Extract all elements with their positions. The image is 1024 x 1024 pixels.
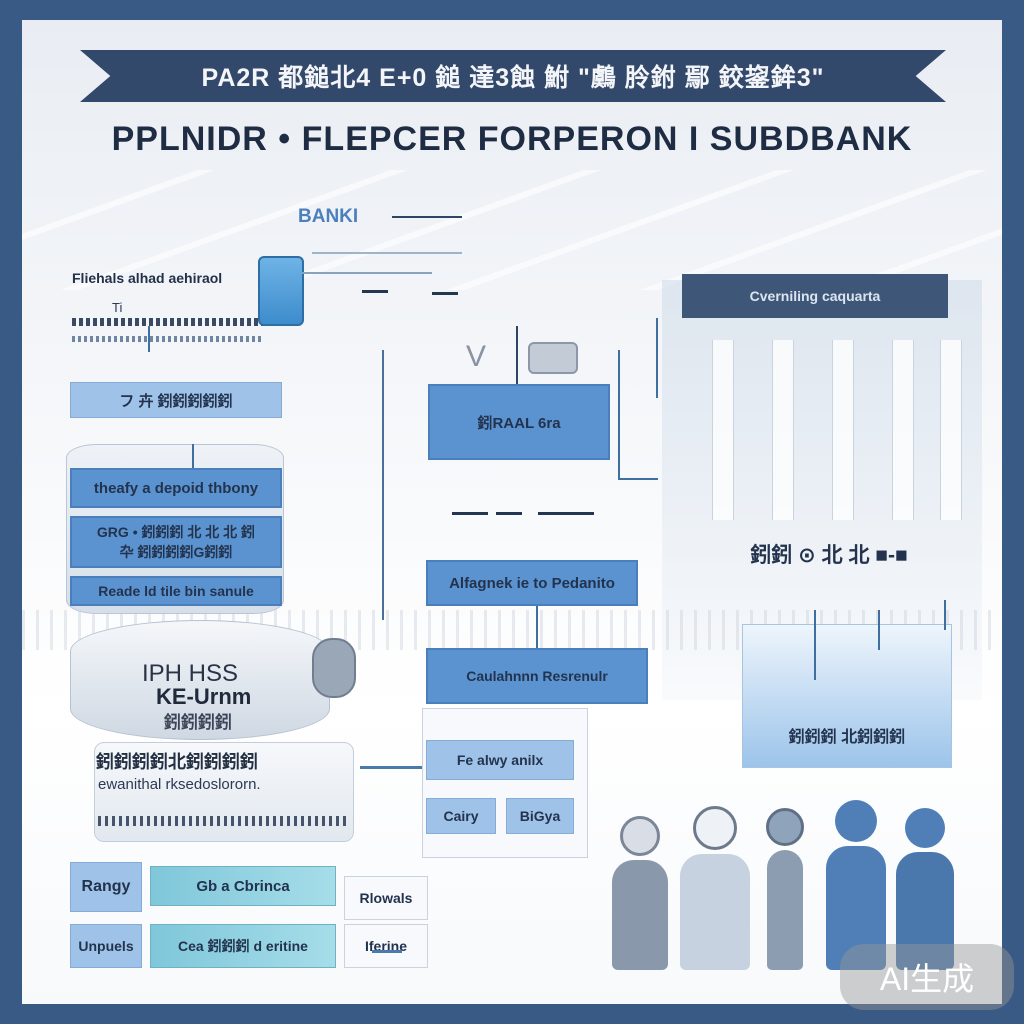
center-card [422,708,588,858]
phone-icon [258,256,304,326]
bottom-box-d: Unpuels [70,924,142,968]
storage-disk [70,620,330,740]
stack-dash-connector [360,766,430,769]
disk-label-2: KE-Urnm [156,684,252,709]
center-dash-1 [362,290,388,293]
center-right-hline [618,478,658,480]
center-dash-5 [538,512,594,515]
right-label: 鈏鈏 ⊙ 北 北 ■-■ [750,544,908,567]
v-shape-icon: V [465,340,486,373]
center-vertical-line [382,350,384,620]
center-dash-2 [432,292,458,295]
center-box-4: Fe alwy anilx [426,740,574,780]
person-icon-2 [680,806,750,970]
left-title-bar: フ 卉 鈏鈏鈏鈏鈏 [70,382,282,418]
stack-box-1: theafy a depoid thbony [70,468,282,508]
bank-underline [312,252,462,254]
ribbon-text: PA2R 都鎚北4 E+0 鎚 達3蝕 鮒 "鸆 朎鉜 鄢 鉸鋆鉾3" [201,64,825,92]
person-icon-3 [766,808,804,970]
left-label: Fliehals alhad aehiraol [72,270,223,286]
ai-generated-watermark: AI生成 [840,944,1014,1010]
left-connector [148,326,150,352]
left-sub: Ti [112,300,123,315]
phone-connector [302,272,432,274]
left-text-line [72,318,272,326]
center-dash-3 [452,512,488,515]
stack-ridge [98,816,348,826]
stack-box-3: Reade ld tile bin sanule [70,576,282,606]
center-box-5b: BiGya [506,798,574,834]
right-arrow-3 [944,600,946,630]
cylinder-arrow [192,444,194,470]
main-title: PPLNIDR • FLEPCER FORPERON I SUBDBANK [111,120,913,158]
stack-text-2: ewanithal rksedoslororn. [98,776,261,793]
center-box-1: 鈏RAAL 6ra [428,384,610,460]
right-header: Cverniling caquarta [682,274,948,318]
stylus-icon [312,638,356,698]
center-arrow-2 [536,606,538,648]
center-box-5a: Cairy [426,798,496,834]
center-right-line [618,350,620,480]
bottom-dash [372,950,402,953]
bottom-box-f: Iferine [344,924,428,968]
disk-label-1: IPH HSS [142,660,239,687]
center-box-3: Caulahnnn Resrenulr [426,648,648,704]
right-bottom-box: 鈏鈏鈏 北鈏鈏鈏 [742,624,952,768]
bottom-box-e: Cea 鈏鈏鈏 d eritine [150,924,336,968]
center-box-2: Alfagnek ie to Pedanito [426,560,638,606]
person-icon-1 [612,816,668,970]
bank-sign: BANKI [298,206,359,227]
bottom-box-c: Rlowals [344,876,428,920]
stack-box-2-line1: GRG • 鈏鈏鈏 北 北 北 鈏 [96,524,256,540]
center-arrow-1 [516,326,518,406]
person-icon-4 [826,800,886,970]
background-ceiling [22,170,1002,290]
left-text-line-2 [72,336,262,342]
stack-text-1: 鈏鈏鈏鈏北鈏鈏鈏鈏 [96,752,258,772]
stack-box-2-line2: 卆 鈏鈏鈏鈏G鈏鈏 [119,544,233,560]
stack-box-2: GRG • 鈏鈏鈏 北 北 北 鈏 卆 鈏鈏鈏鈏G鈏鈏 [70,516,282,568]
machine-icon [528,342,578,374]
bottom-box-b: Gb a Cbrinca [150,866,336,906]
diagram-canvas: PA2R 都鎚北4 E+0 鎚 達3蝕 鮒 "鸆 朎鉜 鄢 鉸鋆鉾3" PPLN… [22,20,1002,1004]
bottom-box-a: Rangy [70,862,142,912]
header-ribbon: PA2R 都鎚北4 E+0 鎚 達3蝕 鮒 "鸆 朎鉜 鄢 鉸鋆鉾3" [80,50,946,102]
center-dash-4 [496,512,522,515]
person-icon-5 [896,808,954,970]
right-arrow-1 [814,610,816,680]
right-connector [656,318,658,398]
right-arrow-2 [878,610,880,650]
disk-label-3: 鈏鈏鈏鈏 [164,713,232,732]
bank-sign-line [392,216,462,218]
background-columns [712,340,962,520]
